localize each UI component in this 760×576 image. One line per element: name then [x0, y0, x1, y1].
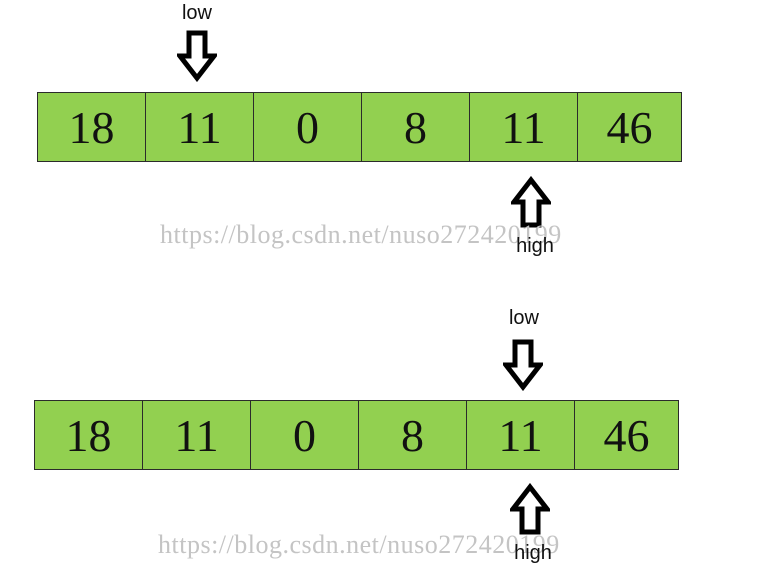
array-cell: 11 — [470, 93, 578, 161]
array-cell: 8 — [359, 401, 467, 469]
array-row: 18 11 0 8 11 46 — [34, 400, 679, 470]
array-cell: 0 — [254, 93, 362, 161]
array-cell: 11 — [143, 401, 251, 469]
array-cell: 11 — [146, 93, 254, 161]
watermark-text: https://blog.csdn.net/nuso272420199 — [160, 220, 562, 249]
up-arrow-icon — [511, 176, 551, 228]
high-pointer-label: high — [516, 235, 554, 257]
diagram-2: low 18 11 0 8 11 46 https://blog.csdn.ne… — [0, 288, 760, 576]
watermark-text: https://blog.csdn.net/nuso272420199 — [158, 530, 560, 559]
array-cell: 8 — [362, 93, 470, 161]
up-arrow-icon — [510, 483, 550, 535]
array-cell: 46 — [606, 101, 653, 153]
diagram-1: low 18 11 0 8 11 46 https://blog.csdn.ne… — [37, 2, 682, 257]
down-arrow-icon — [177, 30, 217, 82]
array-cell: 11 — [467, 401, 575, 469]
array-cell: 18 — [38, 93, 146, 161]
array-row: 18 11 0 8 11 46 — [37, 92, 682, 162]
low-pointer-label: low — [508, 307, 539, 329]
array-cell: 18 — [35, 401, 143, 469]
down-arrow-icon — [503, 339, 543, 391]
array-cell: 46 — [603, 409, 650, 461]
array-cell: 0 — [251, 401, 359, 469]
low-pointer-label: low — [181, 2, 212, 24]
high-pointer-label: high — [514, 542, 552, 564]
